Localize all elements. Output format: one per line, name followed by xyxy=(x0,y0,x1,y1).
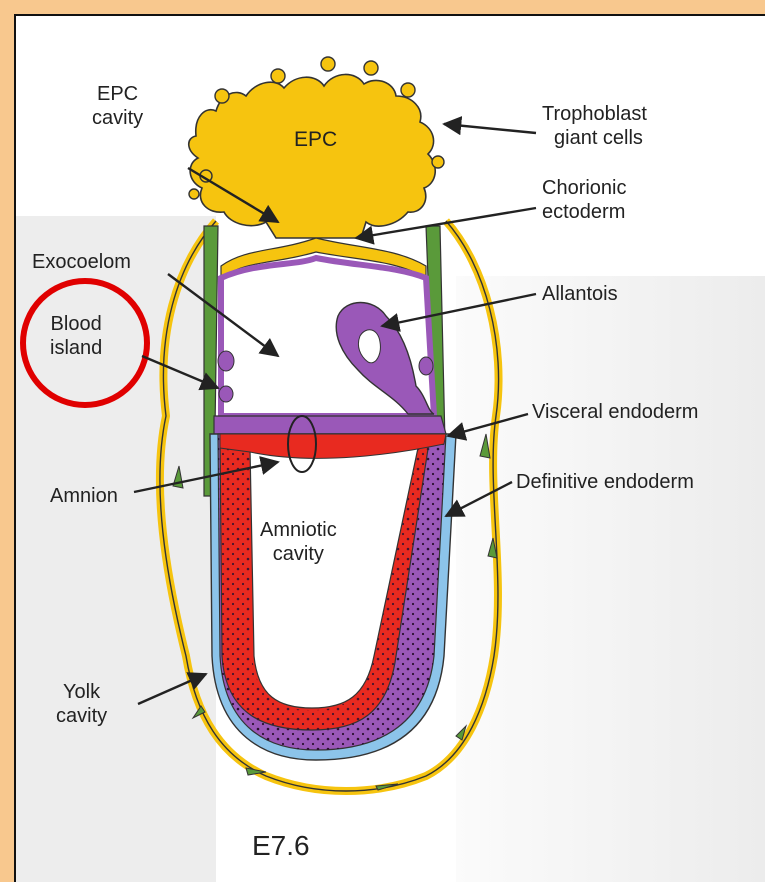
arrow-trophoblast xyxy=(444,124,536,133)
diagram-panel: EPC cavity EPC Trophoblast giant cells C… xyxy=(14,14,765,882)
label-amniotic-cavity: Amniotic cavity xyxy=(260,518,337,566)
label-trophoblast-line2: giant cells xyxy=(542,126,647,150)
label-definitive-endoderm: Definitive endoderm xyxy=(516,470,694,494)
label-blood-island-line1: Blood xyxy=(50,312,102,336)
label-blood-island-line2: island xyxy=(50,336,102,360)
label-visceral-endoderm: Visceral endoderm xyxy=(532,400,698,424)
label-epc-cavity: EPC cavity xyxy=(92,82,143,130)
label-exocoelom: Exocoelom xyxy=(32,250,131,274)
label-amniotic-cavity-line2: cavity xyxy=(260,542,337,566)
label-trophoblast: Trophoblast giant cells xyxy=(542,102,647,150)
embryo-diagram xyxy=(16,16,765,882)
label-chorionic: Chorionic ectoderm xyxy=(542,176,626,224)
label-epc: EPC xyxy=(294,128,337,152)
label-yolk-cavity: Yolk cavity xyxy=(56,680,107,728)
label-yolk-cavity-line2: cavity xyxy=(56,704,107,728)
label-yolk-cavity-line1: Yolk xyxy=(56,680,107,704)
stage-label: E7.6 xyxy=(252,834,310,858)
label-epc-cavity-line2: cavity xyxy=(92,106,143,130)
label-epc-cavity-line1: EPC xyxy=(92,82,143,106)
label-blood-island: Blood island xyxy=(50,312,102,360)
label-amnion: Amnion xyxy=(50,484,118,508)
label-chorionic-line2: ectoderm xyxy=(542,200,626,224)
amnion-band xyxy=(214,416,446,434)
label-chorionic-line1: Chorionic xyxy=(542,176,626,200)
arrow-visceral xyxy=(448,414,528,436)
label-trophoblast-line1: Trophoblast xyxy=(542,102,647,126)
arrow-definitive xyxy=(446,482,512,516)
label-allantois: Allantois xyxy=(542,282,618,306)
label-amniotic-cavity-line1: Amniotic xyxy=(260,518,337,542)
